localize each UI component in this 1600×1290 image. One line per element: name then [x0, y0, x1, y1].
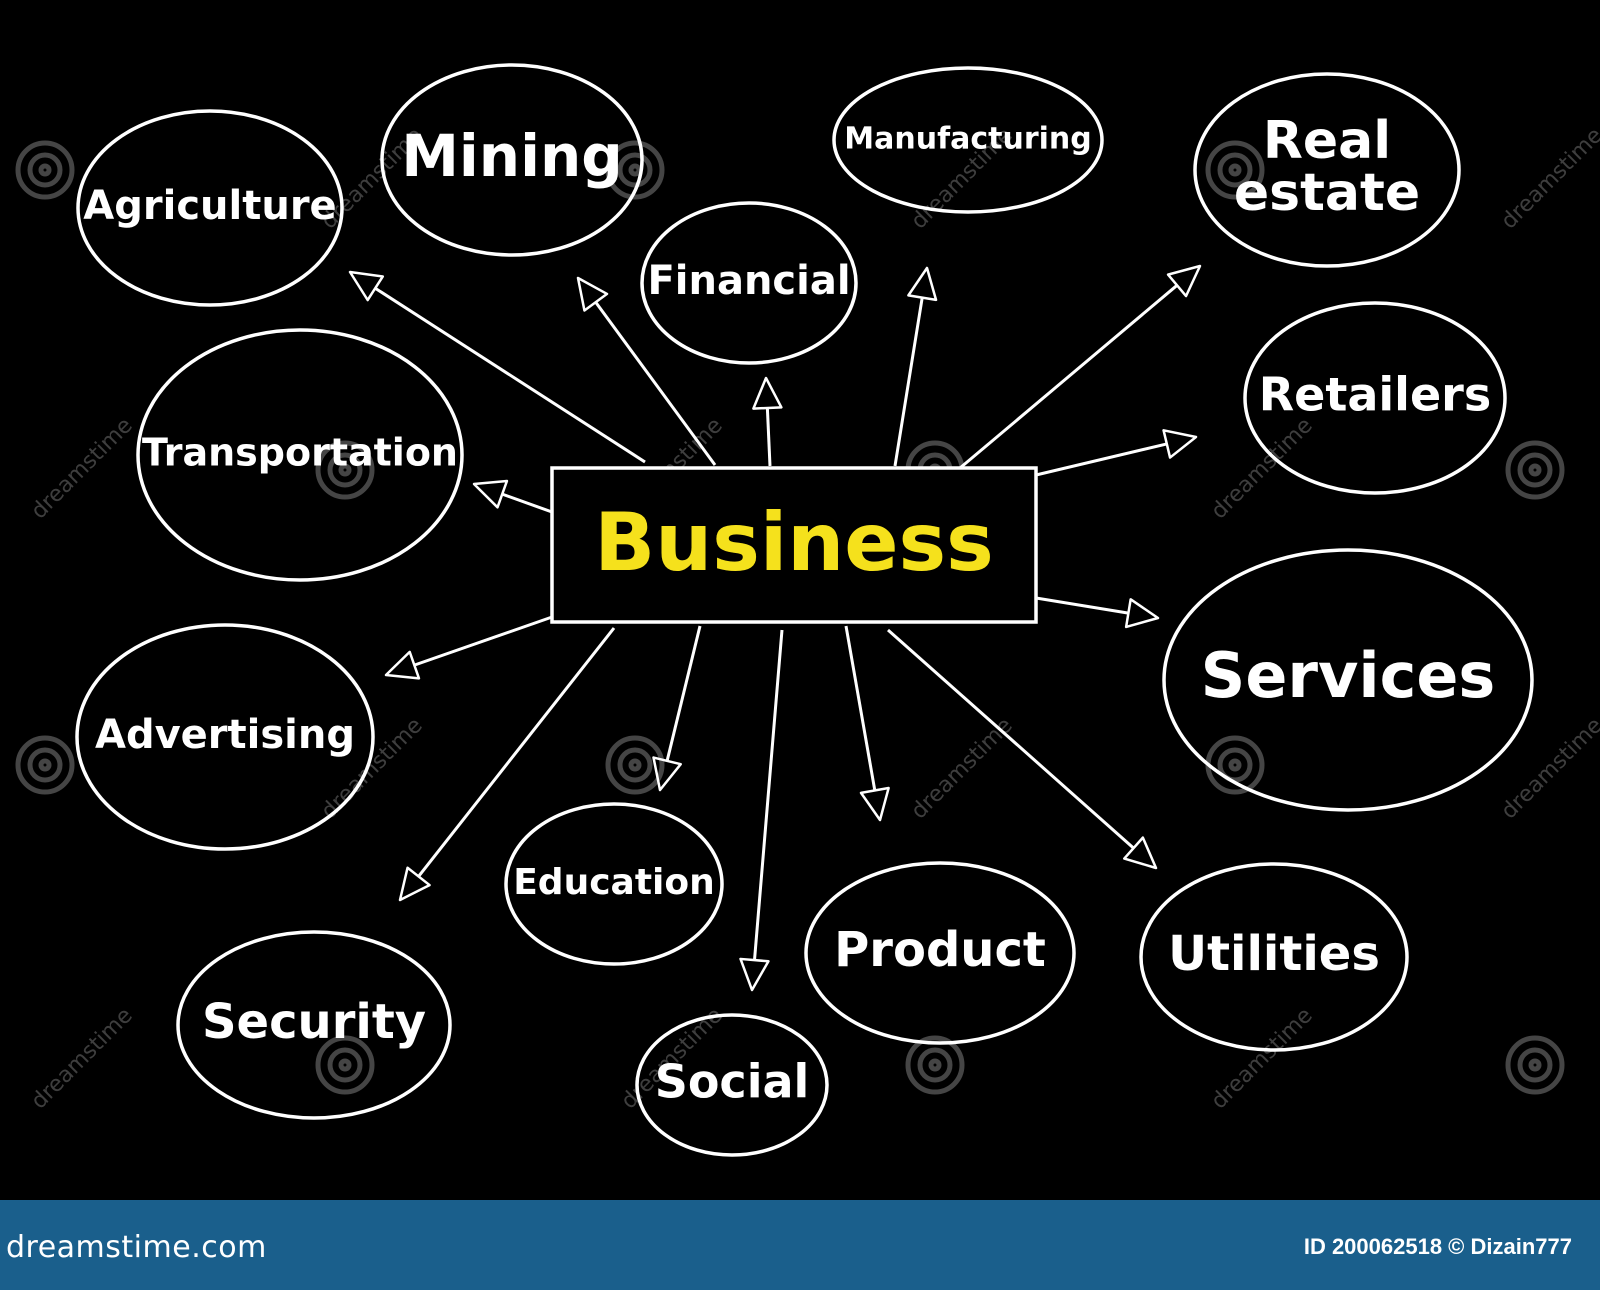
- node-social: Social: [635, 1013, 829, 1157]
- watermark-swirl-icon: [15, 140, 75, 200]
- node-transportation-label: Transportation: [142, 431, 458, 475]
- node-education: Education: [504, 802, 724, 966]
- node-product-label: Product: [834, 922, 1046, 978]
- center-label: Business: [594, 496, 993, 589]
- watermark-swirl-icon: [315, 1035, 375, 1095]
- node-real-estate-label-line: estate: [1234, 163, 1420, 223]
- node-utilities-label: Utilities: [1168, 926, 1380, 982]
- watermark-swirl-icon: [605, 140, 665, 200]
- mind-map-canvas: dreamstime dreamstime dreamstime dreamstime…: [15, 63, 1600, 1157]
- arrowhead-icon: [1124, 598, 1160, 629]
- node-product: Product: [804, 861, 1076, 1045]
- node-retailers-label: Retailers: [1259, 368, 1491, 422]
- node-social-ellipse: [635, 1013, 829, 1157]
- footer-id: ID 200062518 © Dizain777: [1303, 1234, 1572, 1259]
- node-services-label: Services: [1201, 639, 1496, 712]
- node-agriculture: Agriculture: [76, 109, 344, 307]
- node-financial: Financial: [640, 201, 858, 365]
- node-agriculture-label: Agriculture: [83, 183, 336, 229]
- node-financial-ellipse: [640, 201, 858, 365]
- node-mining-label: Mining: [401, 122, 623, 190]
- arrowhead-icon: [1162, 429, 1198, 459]
- arrowhead-icon: [752, 376, 783, 410]
- mind-map-diagram: dreamstime dreamstime dreamstime dreamstime…: [15, 63, 1600, 1157]
- connector-financial: [765, 407, 772, 467]
- arrowhead-icon: [859, 786, 890, 822]
- watermark-swirl-icon: [315, 440, 375, 500]
- connector-transportation: [501, 492, 553, 514]
- connector-advertising: [413, 614, 556, 667]
- node-transportation: Transportation: [136, 328, 464, 582]
- watermark-swirl-icon: [15, 735, 75, 795]
- node-financial-label: Financial: [647, 258, 850, 304]
- arrowhead-icon: [398, 866, 431, 902]
- arrowhead-icon: [1166, 264, 1202, 298]
- node-advertising-ellipse: [75, 623, 375, 851]
- arrowhead-icon: [1123, 836, 1158, 870]
- connector-mining: [594, 301, 717, 466]
- connector-real-estate: [959, 284, 1179, 470]
- node-agriculture-ellipse: [76, 109, 344, 307]
- node-real-estate-label-line: Real: [1263, 111, 1391, 171]
- watermark-text: dreamstime: [1207, 1003, 1318, 1114]
- footer-bar: dreamstime.com ID 200062518 © Dizain777: [0, 1200, 1600, 1290]
- node-manufacturing: Manufacturing: [832, 66, 1104, 214]
- node-manufacturing-ellipse: [832, 66, 1104, 214]
- arrowhead-icon: [576, 276, 609, 312]
- node-services-ellipse: [1162, 548, 1534, 812]
- watermark-text: dreamstime: [27, 1003, 138, 1114]
- watermark-text: dreamstime: [1497, 123, 1600, 234]
- watermark-text: dreamstime: [1207, 413, 1318, 524]
- node-advertising-label: Advertising: [95, 712, 355, 758]
- connector-utilities: [887, 628, 1135, 850]
- node-education-label: Education: [513, 862, 715, 903]
- node-transportation-ellipse: [136, 328, 464, 582]
- watermark-swirl-icon: [1505, 1035, 1565, 1095]
- node-services: Services: [1162, 548, 1534, 812]
- footer-brand: dreamstime.com: [6, 1230, 267, 1265]
- node-social-label: Social: [655, 1055, 810, 1109]
- node-mining-ellipse: [380, 63, 644, 257]
- node-security-ellipse: [176, 930, 452, 1120]
- node-utilities: Utilities: [1139, 862, 1409, 1052]
- watermark-text: dreamstime: [27, 413, 138, 524]
- connector-security: [417, 627, 616, 878]
- connector-retailers: [1035, 442, 1168, 477]
- connector-manufacturing: [893, 297, 924, 467]
- node-retailers-ellipse: [1243, 301, 1507, 495]
- watermark-swirl-icon: [1205, 140, 1265, 200]
- node-retailers: Retailers: [1243, 301, 1507, 495]
- node-security: Security: [176, 930, 452, 1120]
- watermark-swirl-icon: [605, 735, 665, 795]
- connector-education: [665, 625, 702, 762]
- connector-product: [844, 625, 877, 791]
- arrowhead-icon: [907, 266, 938, 302]
- node-security-label: Security: [202, 994, 426, 1050]
- connector-services: [1035, 596, 1129, 615]
- watermark-text: dreamstime: [1497, 713, 1600, 824]
- connector-social: [752, 629, 784, 961]
- watermark-swirl-icon: [1505, 440, 1565, 500]
- center-node: Business: [550, 466, 1038, 624]
- node-advertising: Advertising: [75, 623, 375, 851]
- node-mining: Mining: [380, 63, 644, 257]
- arrowhead-icon: [739, 957, 770, 992]
- watermark-swirl-icon: [905, 1035, 965, 1095]
- node-utilities-ellipse: [1139, 862, 1409, 1052]
- connector-layer: [348, 264, 1202, 992]
- connector-agriculture: [374, 286, 646, 464]
- node-manufacturing-label: Manufacturing: [844, 122, 1092, 157]
- center-box: [550, 466, 1038, 624]
- node-real-estate-ellipse: [1193, 72, 1461, 268]
- node-product-ellipse: [804, 861, 1076, 1045]
- arrowhead-icon: [348, 270, 385, 302]
- arrowhead-icon: [472, 479, 509, 509]
- arrowhead-icon: [384, 650, 421, 680]
- arrowhead-icon: [652, 756, 682, 792]
- node-education-ellipse: [504, 802, 724, 966]
